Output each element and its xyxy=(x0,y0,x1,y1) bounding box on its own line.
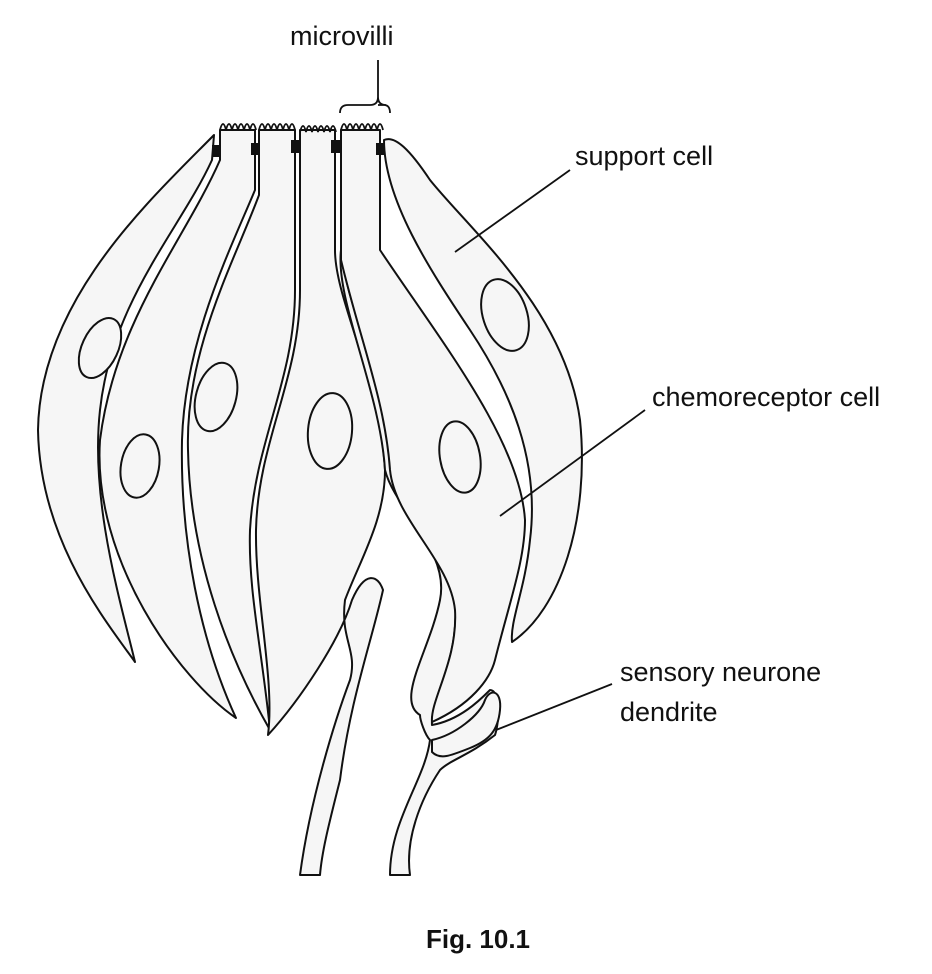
microvilli-brace xyxy=(339,60,391,114)
nucleus xyxy=(438,420,482,494)
sensory-neurone-dendrite xyxy=(431,691,502,758)
label-support-cell: support cell xyxy=(575,141,714,171)
chemoreceptor-cell-center xyxy=(254,129,386,876)
label-chemoreceptor-cell: chemoreceptor cell xyxy=(652,382,881,412)
nucleus xyxy=(77,317,123,379)
support-cell-right xyxy=(383,138,583,643)
chemoreceptor-cell-left xyxy=(98,129,256,719)
label-dendrite: dendrite xyxy=(620,697,718,727)
microvilli xyxy=(219,123,384,133)
nucleus xyxy=(480,278,530,352)
support-cell-left xyxy=(37,134,215,663)
label-microvilli: microvilli xyxy=(290,21,394,51)
nucleus xyxy=(306,392,354,470)
dendrite-leader xyxy=(495,683,613,731)
support-cell-leader xyxy=(454,169,571,253)
label-sensory-neurone: sensory neurone xyxy=(620,657,822,687)
chemoreceptor-cell-right-body xyxy=(340,129,526,723)
tight-junctions xyxy=(212,140,385,157)
support-cell-middle xyxy=(186,129,296,731)
nucleus xyxy=(119,433,161,499)
nucleus xyxy=(193,361,239,433)
figure-caption: Fig. 10.1 xyxy=(425,924,531,954)
chemoreceptor-leader xyxy=(499,409,646,517)
